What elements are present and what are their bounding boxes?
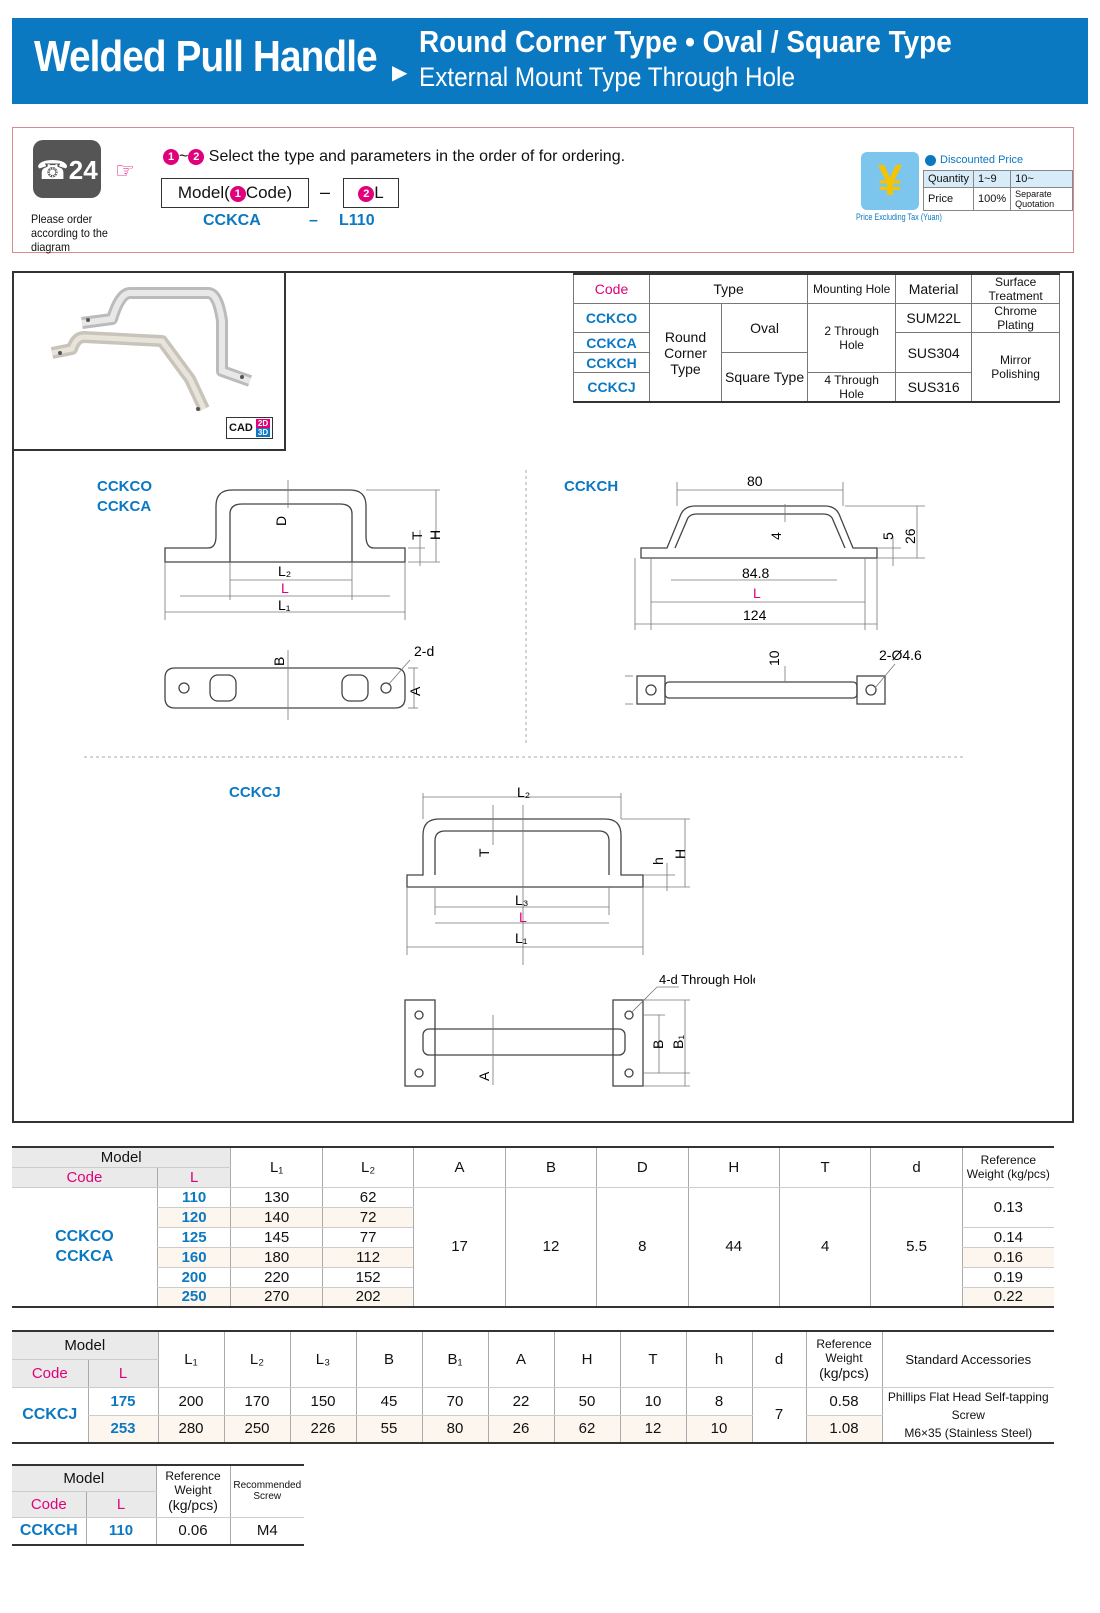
svg-text:L₃: L₃ <box>515 892 529 908</box>
subtitle-line2: External Mount Type Through Hole <box>419 62 795 92</box>
svg-text:L: L <box>281 580 289 596</box>
svg-text:26: 26 <box>902 528 918 544</box>
svg-text:L: L <box>519 909 527 925</box>
dimension-table-cckch: Model Reference Weight(kg/pcs) Recommend… <box>12 1464 304 1546</box>
dimension-table-cckcj: Model L₁ L₂ L₃ B B₁ A H T h d Reference … <box>12 1330 1054 1444</box>
svg-text:2-Ø4.6: 2-Ø4.6 <box>879 647 922 663</box>
svg-text:124: 124 <box>743 607 767 623</box>
svg-text:4-d Through Hole: 4-d Through Hole <box>659 972 755 987</box>
pointing-hand-icon: ☞ <box>115 158 135 183</box>
cad-badge: CAD 2D 3D <box>226 417 274 439</box>
drawing-panel <box>12 271 1074 1123</box>
svg-text:L: L <box>753 585 761 601</box>
subtitle-line1: Round Corner Type • Oval / Square Type <box>419 24 952 59</box>
order-note: Please order according to the diagram <box>31 212 108 254</box>
svg-text:B: B <box>650 1040 666 1049</box>
example-dash: – <box>309 212 318 229</box>
handle-illustration <box>50 287 253 412</box>
dimension-table-cckco-cckca: Model L₁ L₂ A B D H T d Reference Weight… <box>12 1146 1054 1308</box>
page-title: Welded Pull Handle <box>34 32 378 81</box>
price-note: Price Excluding Tax (Yuan) <box>856 212 942 222</box>
spec-table: Code Type Mounting Hole Material Surface… <box>573 273 1061 403</box>
svg-text:T: T <box>476 848 492 857</box>
svg-text:5: 5 <box>880 532 896 540</box>
group2-code: CCKCH <box>564 478 619 495</box>
svg-text:H: H <box>672 849 688 859</box>
order-box: ☎24 Please order according to the diagra… <box>12 127 1074 254</box>
group1-code-2: CCKCA <box>97 498 152 515</box>
arrow-icon: ▶ <box>392 62 408 84</box>
svg-text:A: A <box>476 1071 492 1081</box>
svg-text:B₁: B₁ <box>670 1035 686 1049</box>
group3-code: CCKCJ <box>229 784 281 801</box>
svg-text:10: 10 <box>766 650 782 666</box>
yen-icon: ¥ <box>861 152 919 210</box>
step2-badge: 2 <box>188 148 205 165</box>
order-dash: – <box>319 182 330 202</box>
svg-text:L₂: L₂ <box>517 784 530 800</box>
svg-text:D: D <box>273 516 289 526</box>
drawing-square-handle: 80 4 5 26 84.8 L 124 10 15 2-Ø4.6 <box>625 473 925 705</box>
drawing-4hole-handle: L₂ T h H L₃ L L₁ 4-d Through Hole B B₁ A <box>404 784 755 1087</box>
step1-badge: 1 <box>163 148 179 165</box>
svg-text:B: B <box>271 657 287 666</box>
example-code: CCKCA <box>203 212 261 229</box>
order-instruction: 1~2 Select the type and parameters in th… <box>163 148 625 166</box>
svg-text:H: H <box>427 530 443 540</box>
svg-text:L₁: L₁ <box>278 597 291 613</box>
drawing-oval-handle: D T H L₂ L L₁ B A 2-d <box>164 480 443 720</box>
svg-text:L₁: L₁ <box>515 930 528 946</box>
svg-text:80: 80 <box>747 473 763 489</box>
group1-code-1: CCKCO <box>97 478 152 495</box>
discount-title: Discounted Price <box>925 154 1023 166</box>
example-l: L110 <box>339 212 375 229</box>
phone-24-icon: ☎24 <box>33 140 101 198</box>
svg-text:2-d: 2-d <box>414 643 434 659</box>
product-photo: CAD 2D 3D <box>12 271 286 451</box>
svg-text:A: A <box>407 686 423 696</box>
svg-text:84.8: 84.8 <box>742 565 769 581</box>
svg-text:L₂: L₂ <box>278 563 291 579</box>
svg-text:T: T <box>409 531 425 540</box>
page-header: Welded Pull Handle ▶ Round Corner Type •… <box>12 18 1088 104</box>
instruction-text: Select the type and parameters in the or… <box>208 148 626 165</box>
svg-text:4: 4 <box>768 532 784 540</box>
svg-text:h: h <box>650 857 666 865</box>
